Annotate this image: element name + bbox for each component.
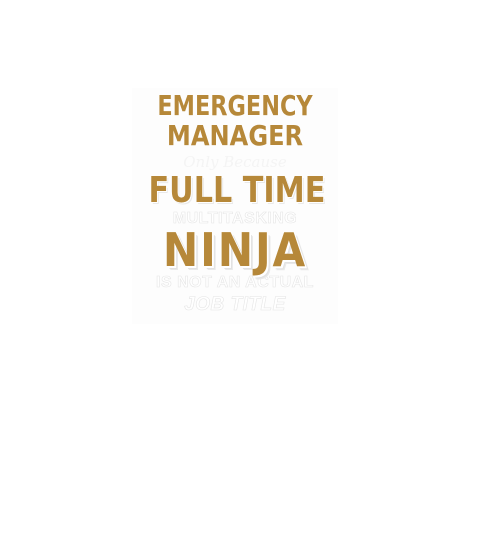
design-line-only-because: Only Because — [183, 153, 287, 171]
design-line-not-actual: Is not an actual — [156, 274, 314, 292]
design-line-full-time: Full Time — [148, 170, 326, 211]
design-line-emergency: Emergency — [157, 89, 313, 122]
design-line-ninja: Ninja — [162, 223, 308, 277]
design-line-job-title: Job Title — [184, 294, 286, 316]
design-line-manager: Manager — [166, 119, 304, 152]
design-line-multitasking: Multitasking — [172, 210, 298, 228]
shirt-design: Emergency Manager Only Because Full Time… — [132, 88, 338, 324]
